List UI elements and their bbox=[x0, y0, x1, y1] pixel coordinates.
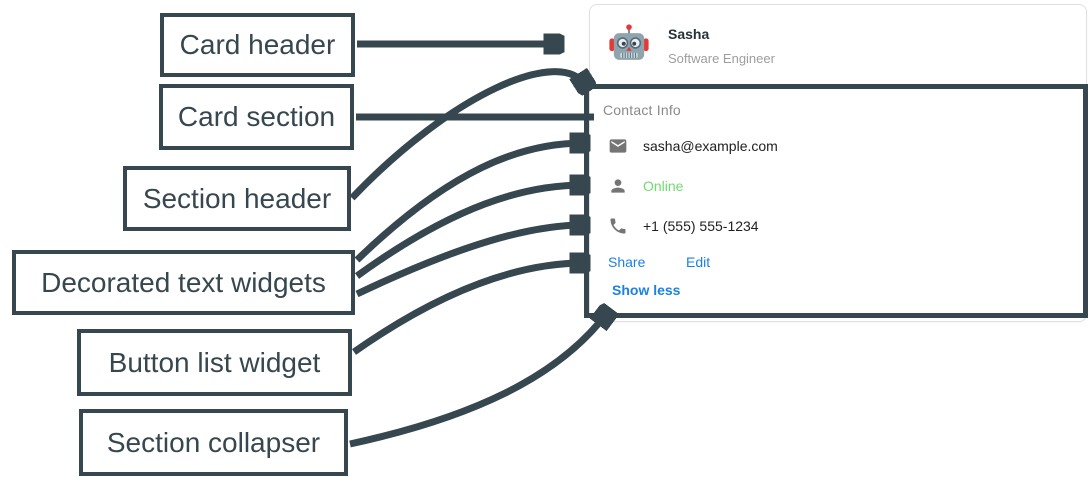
arrow-section-header bbox=[349, 72, 586, 201]
section-header-text: Contact Info bbox=[603, 102, 681, 118]
card-section-highlight-frame bbox=[584, 84, 1088, 318]
label-section-header-text: Section header bbox=[142, 182, 332, 214]
label-card-header-text: Card header bbox=[179, 29, 336, 60]
status-row: Online bbox=[608, 176, 683, 196]
label-section-collapser-text: Section collapser bbox=[106, 426, 321, 458]
email-row: sasha@example.com bbox=[608, 136, 778, 156]
label-card-header: Card header bbox=[160, 13, 355, 77]
label-decorated-text-widgets-text: Decorated text widgets bbox=[41, 266, 326, 298]
phone-row: +1 (555) 555-1234 bbox=[608, 216, 759, 236]
label-decorated-text-widgets: Decorated text widgets bbox=[12, 250, 355, 315]
label-section-collapser: Section collapser bbox=[79, 409, 348, 476]
edit-button[interactable]: Edit bbox=[686, 254, 711, 270]
email-icon bbox=[609, 139, 627, 153]
show-less-button[interactable]: Show less bbox=[612, 282, 681, 298]
card-header-region: Sasha Software Engineer bbox=[589, 4, 1087, 84]
arrow-section-collapser bbox=[349, 313, 607, 448]
status-text: Online bbox=[643, 178, 684, 194]
card-section-region: Contact Info sasha@example.com Online +1… bbox=[584, 84, 1088, 318]
arrow-decorated-text-email bbox=[354, 143, 584, 263]
arrow-decorated-text-phone bbox=[355, 225, 584, 298]
label-card-section: Card section bbox=[159, 84, 354, 150]
label-card-section-text: Card section bbox=[177, 101, 336, 132]
robot-avatar-icon bbox=[609, 24, 649, 60]
person-icon bbox=[611, 179, 625, 193]
label-section-header: Section header bbox=[123, 166, 351, 231]
label-button-list-widget: Button list widget bbox=[77, 329, 352, 396]
email-text: sasha@example.com bbox=[643, 138, 778, 154]
person-role: Software Engineer bbox=[668, 51, 775, 66]
share-button[interactable]: Share bbox=[608, 254, 646, 270]
person-name: Sasha bbox=[668, 26, 710, 42]
profile-card bbox=[589, 4, 1087, 322]
arrow-decorated-text-status bbox=[354, 185, 584, 279]
arrow-button-list bbox=[351, 263, 584, 355]
phone-text: +1 (555) 555-1234 bbox=[643, 218, 759, 234]
phone-icon bbox=[610, 218, 626, 234]
label-button-list-widget-text: Button list widget bbox=[108, 346, 321, 378]
